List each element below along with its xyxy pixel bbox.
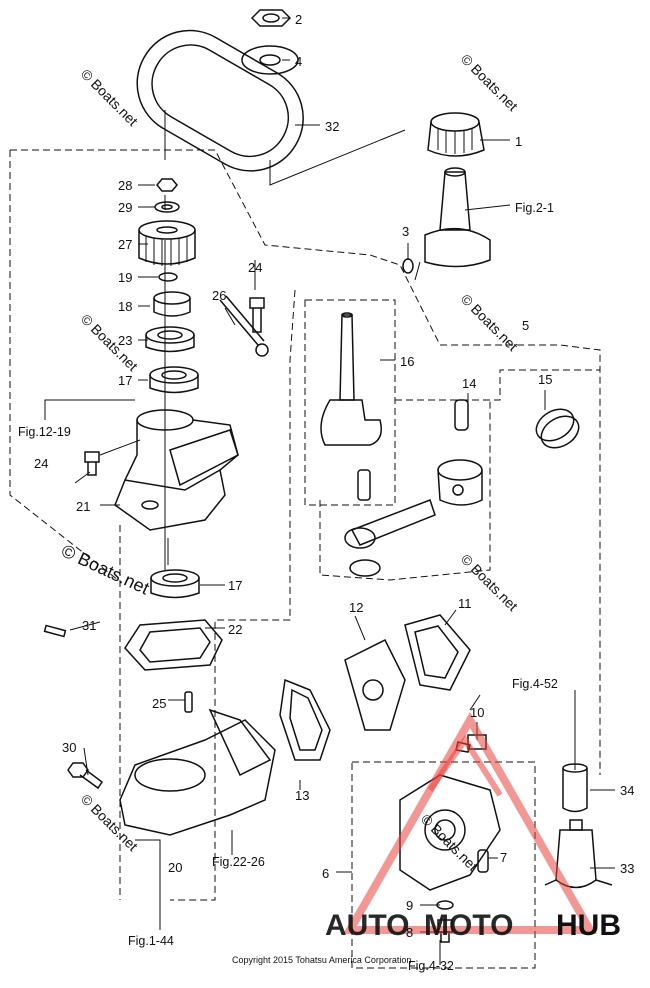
callout: 8 [406, 925, 413, 940]
part-crankshaft-top [414, 167, 491, 281]
callout: 6 [322, 866, 329, 881]
callout: 5 [522, 318, 529, 333]
callout: 25 [152, 696, 166, 711]
logo-right: HUB [556, 909, 621, 942]
callout: 32 [325, 119, 339, 134]
part-gasket-22 [124, 619, 223, 671]
callout: 33 [620, 861, 634, 876]
watermark: © Boats.net [458, 51, 521, 114]
leader-lines [44, 17, 615, 965]
part-washer-29 [154, 201, 180, 213]
part-nut-28 [156, 178, 178, 192]
callout: 2 [295, 12, 302, 27]
callout: 1 [515, 134, 522, 149]
logo-mid: MOTO [424, 909, 513, 942]
callout: 29 [118, 200, 132, 215]
part-gasket-11 [404, 614, 471, 691]
callout: 31 [82, 618, 96, 633]
part-gasket-13 [279, 678, 331, 761]
part-housing-21 [114, 409, 239, 531]
part-washer-4 [241, 45, 299, 75]
callout: 17 [118, 373, 132, 388]
part-pin-14 [454, 399, 469, 431]
callout: 26 [212, 288, 226, 303]
callout: 34 [620, 783, 634, 798]
part-bolt-30 [67, 762, 104, 790]
figure-reference: Fig.1-44 [128, 934, 174, 948]
watermark: © Boats.net [78, 66, 141, 129]
callout: 15 [538, 372, 552, 387]
callout: 27 [118, 237, 132, 252]
callout: 17 [228, 578, 242, 593]
boats-watermark: © Boats.net [58, 540, 152, 598]
part-gear-27 [138, 220, 196, 266]
callout: 24 [248, 260, 262, 275]
part-plate-12 [344, 638, 406, 731]
part-filter-33 [544, 819, 613, 889]
figure-reference: Fig.2-1 [515, 201, 554, 215]
callout: 22 [228, 622, 242, 637]
callout: 10 [470, 705, 484, 720]
part-key-3 [402, 258, 414, 274]
callout: 30 [62, 740, 76, 755]
callout: 21 [76, 499, 90, 514]
part-crankshaft-16 [320, 312, 382, 446]
callout: 24 [34, 456, 48, 471]
callout: 19 [118, 270, 132, 285]
part-seal-23 [145, 326, 195, 353]
part-nut-2 [250, 9, 292, 27]
part-washer-19 [158, 272, 178, 282]
callout: 20 [168, 860, 182, 875]
part-cover-34 [562, 763, 588, 813]
callouts: 1 2 3 4 5 6 7 8 9 10 11 12 13 14 15 16 1… [34, 12, 634, 940]
callout: 4 [295, 54, 302, 69]
group-outlines [9, 149, 601, 969]
figure-reference: Fig.4-32 [408, 959, 454, 973]
callout: 9 [406, 898, 413, 913]
watermark: © Boats.net [78, 791, 141, 854]
part-rings-15 [535, 408, 580, 449]
part-collar-18 [153, 291, 191, 317]
part-ground-wire-26 [219, 295, 269, 357]
figure-reference: Fig.12-19 [18, 425, 71, 439]
part-belt-32 [136, 29, 304, 172]
part-bearing-17-bottom [150, 569, 200, 599]
part-bearing-17-top [149, 366, 199, 394]
callout: 28 [118, 178, 132, 193]
part-cylinder-20 [119, 708, 276, 836]
callout: 14 [462, 376, 476, 391]
part-dowel-25 [184, 691, 193, 713]
figure-references: Fig.2-1 Fig.12-19 Fig.4-52 Fig.22-26 Fig… [18, 201, 558, 973]
part-pin-31 [43, 624, 67, 638]
callout: 12 [349, 600, 363, 615]
autmotohub-logo: AUTO MOTO HUB [325, 711, 621, 942]
part-pump-6 [399, 774, 501, 891]
callout: 18 [118, 299, 132, 314]
part-bolt-24-left [84, 451, 100, 476]
callout: 11 [458, 596, 472, 611]
part-piston [437, 459, 483, 506]
part-fitting-7 [477, 849, 489, 873]
part-bolt-24-top [249, 297, 265, 333]
part-washer-9 [436, 900, 454, 910]
callout: 7 [500, 850, 507, 865]
callout: 3 [402, 224, 409, 239]
figure-reference: Fig.4-52 [512, 677, 558, 691]
callout: 16 [400, 354, 414, 369]
part-connecting-rod [344, 469, 436, 577]
callout: 13 [295, 788, 309, 803]
callout: 23 [118, 333, 132, 348]
part-cap-1 [427, 112, 485, 157]
figure-reference: Fig.22-26 [212, 855, 265, 869]
copyright: Copyright 2015 Tohatsu America Corporati… [232, 955, 411, 965]
logo-left: AUTO [325, 909, 409, 942]
